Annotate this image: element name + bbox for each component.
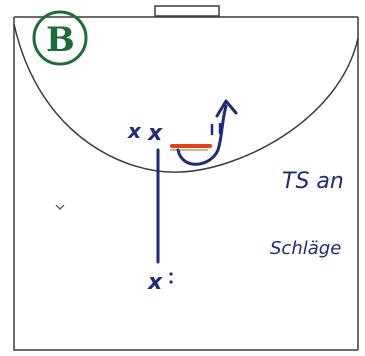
player-bottom-dot-2: [169, 280, 173, 284]
stray-mark: [55, 204, 65, 210]
player-top-left: x: [127, 119, 142, 143]
movement-arrow: [176, 104, 228, 166]
player-top-right: x: [147, 121, 163, 146]
annotation-line-2: Schläge: [270, 238, 341, 259]
goal-area-arc: [13, 23, 359, 173]
player-bottom: x: [147, 270, 163, 295]
movement-arrow-head: [215, 99, 238, 118]
diagram-badge-circle: [32, 10, 88, 66]
player-bottom-dot-1: [169, 272, 173, 276]
diagram-badge-label: B: [46, 20, 75, 60]
court-boundary: [13, 16, 359, 351]
annotation-line-1: TS an: [282, 169, 344, 194]
goal: [154, 5, 220, 17]
